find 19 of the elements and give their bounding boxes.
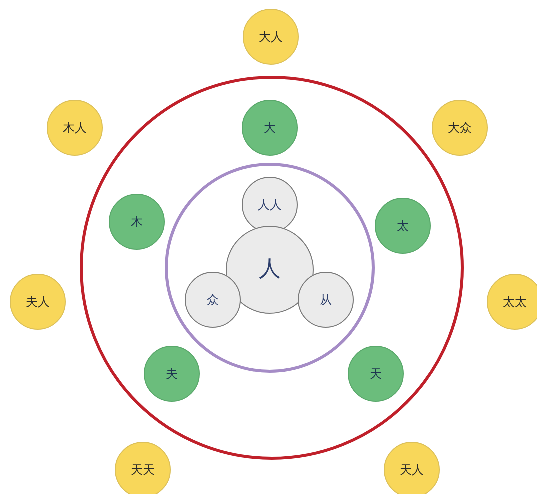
node-label: 木	[131, 216, 143, 228]
node-label: 从	[320, 294, 332, 306]
circle-node	[115, 442, 171, 494]
node-label: 大	[264, 122, 276, 134]
node-label: 夫人	[26, 296, 50, 308]
node-label: 天天	[131, 464, 155, 476]
node-label: 夫	[166, 368, 178, 380]
node-label: 天	[370, 368, 382, 380]
node-label: 大众	[448, 122, 472, 134]
circle-node	[487, 274, 537, 330]
node-label: 木人	[63, 122, 87, 134]
circle-node	[384, 442, 440, 494]
node-label: 太	[397, 220, 409, 232]
node-label: 太太	[503, 296, 527, 308]
node-label: 大人	[259, 31, 283, 43]
node-label: 人	[259, 259, 281, 281]
node-label: 人人	[258, 199, 282, 211]
node-label: 众	[207, 294, 219, 306]
node-label: 天人	[400, 464, 424, 476]
